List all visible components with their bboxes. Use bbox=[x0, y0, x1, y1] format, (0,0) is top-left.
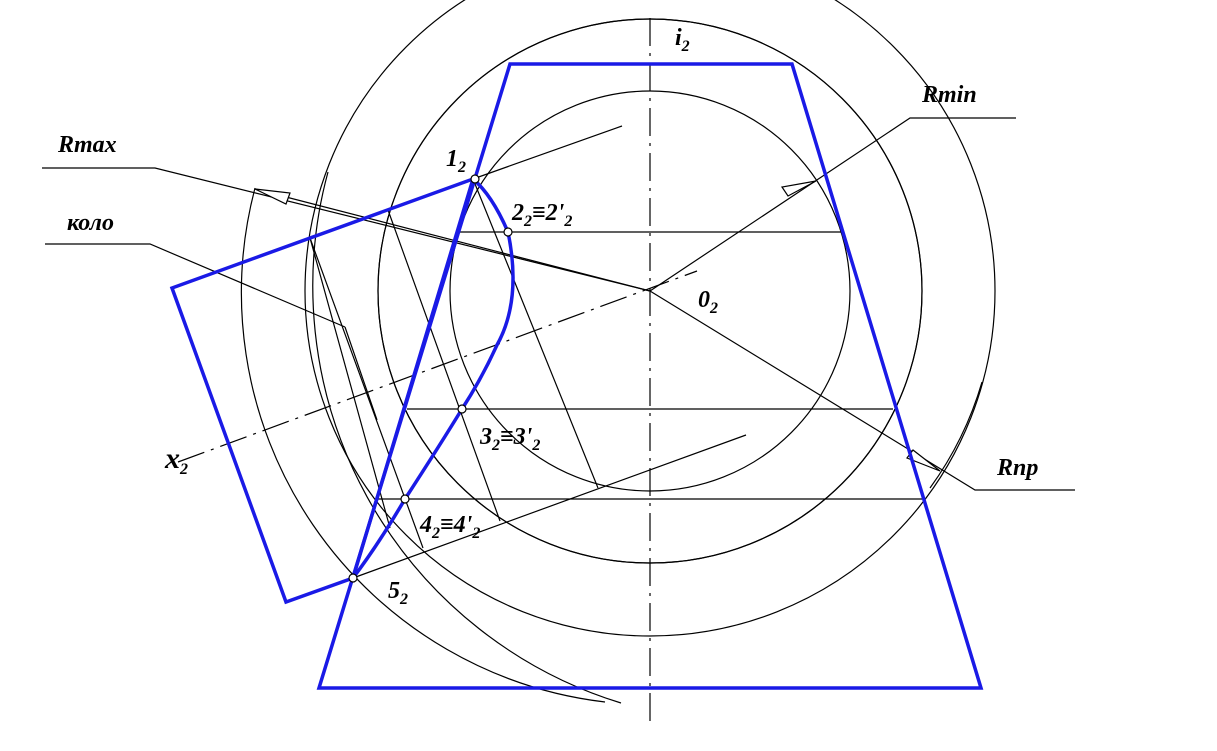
outlines bbox=[169, 62, 984, 690]
label-kolo: коло bbox=[67, 210, 114, 236]
rmax-arrowhead bbox=[254, 188, 291, 205]
leader-lines bbox=[42, 117, 1075, 491]
point-1 bbox=[470, 174, 480, 184]
arc-rnp bbox=[929, 381, 983, 489]
line-c bbox=[472, 178, 599, 489]
line-5-lower bbox=[352, 434, 747, 579]
label-o2: 02 bbox=[698, 287, 718, 317]
label-point-1: 12 bbox=[446, 146, 466, 176]
rmin-arrowhead bbox=[780, 180, 817, 197]
rmax-arrow-shaft bbox=[254, 188, 651, 292]
label-i2: i2 bbox=[675, 25, 690, 55]
point-5 bbox=[348, 573, 358, 583]
circle-big bbox=[304, 0, 996, 637]
label-point-2: 22≡2'2 bbox=[511, 200, 572, 230]
label-rnp: Rnp bbox=[996, 455, 1038, 481]
line-f bbox=[344, 326, 378, 421]
leader-rmin bbox=[649, 117, 1016, 292]
axis-x2 bbox=[177, 270, 698, 463]
line-e bbox=[309, 237, 391, 529]
point-4 bbox=[400, 494, 410, 504]
construction-arcs bbox=[240, 171, 983, 704]
intersection-curve bbox=[351, 177, 515, 580]
prism-rectangle bbox=[169, 176, 476, 605]
leader-rmax bbox=[42, 167, 651, 292]
label-rmin: Rmin bbox=[921, 82, 977, 108]
label-point-3: 32≡3'2 bbox=[479, 424, 540, 454]
label-rmax: Rmax bbox=[57, 132, 117, 158]
arc-rmax bbox=[312, 171, 622, 704]
leader-kolo bbox=[45, 243, 346, 328]
point-3 bbox=[457, 404, 467, 414]
line-1-upper bbox=[472, 125, 623, 180]
line-b bbox=[387, 209, 501, 522]
leader-rnp bbox=[649, 290, 1075, 491]
horizontal-lines bbox=[376, 231, 922, 500]
label-x2: x2 bbox=[164, 442, 188, 478]
arc-left bbox=[240, 187, 606, 703]
points bbox=[348, 174, 513, 583]
label-point-4: 42≡4'2 bbox=[419, 512, 480, 542]
axes bbox=[177, 18, 698, 722]
labels: i2 Rmin Rmax коло 02 Rnp x2 12 22≡2'2 32… bbox=[57, 25, 1038, 608]
label-point-5: 52 bbox=[388, 578, 408, 608]
point-2 bbox=[503, 227, 513, 237]
